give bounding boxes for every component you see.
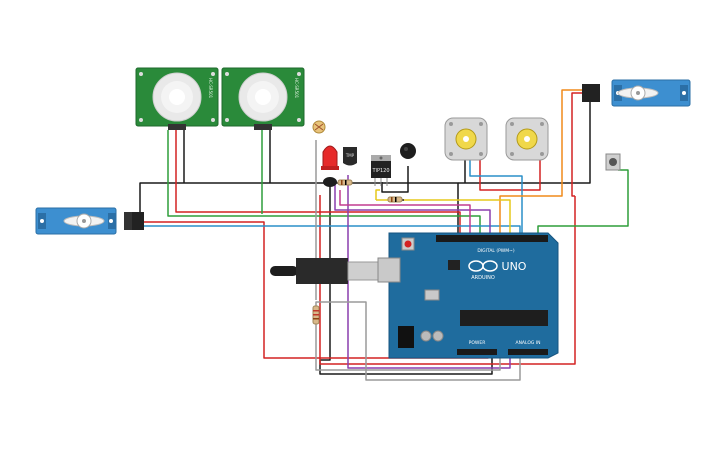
wire-red-servo-right[interactable] bbox=[571, 92, 584, 197]
pir-sensor-2[interactable]: HC-SR501 bbox=[221, 67, 305, 130]
wire-blue-servo-left[interactable] bbox=[131, 225, 521, 235]
tip120-label: TIP120 bbox=[371, 168, 389, 174]
wire-red-pir1[interactable] bbox=[175, 130, 461, 235]
wire-black-servo-right[interactable] bbox=[458, 95, 591, 184]
resistor-mid[interactable] bbox=[387, 196, 403, 203]
wire-blue-motor[interactable] bbox=[469, 160, 523, 235]
pir-sensor-1[interactable]: HC-SR501 bbox=[135, 67, 219, 130]
analog-header bbox=[508, 349, 548, 355]
servo-right[interactable] bbox=[582, 79, 691, 107]
arduino-logo-text: ARDUINO bbox=[471, 275, 495, 281]
power-header-label: POWER bbox=[469, 340, 486, 346]
wire-purple-a[interactable] bbox=[334, 185, 491, 235]
wire-orange-servo[interactable] bbox=[499, 89, 584, 235]
push-button[interactable] bbox=[605, 153, 621, 171]
resistor-ldr[interactable] bbox=[312, 305, 320, 325]
power-header bbox=[457, 349, 497, 355]
power-jack bbox=[398, 326, 414, 348]
servo-left-connector bbox=[124, 212, 132, 230]
resistor-top[interactable] bbox=[337, 179, 353, 186]
usb-port bbox=[377, 257, 401, 283]
usb-cable bbox=[270, 258, 379, 284]
atmega-chip bbox=[460, 310, 548, 326]
dc-motor-2[interactable] bbox=[505, 117, 549, 161]
uno-logo: UNO bbox=[502, 260, 527, 273]
photoresistor[interactable] bbox=[312, 120, 326, 134]
wire-gray-bottom[interactable] bbox=[315, 301, 521, 381]
tmp-label: TMP bbox=[345, 153, 355, 158]
black-diode[interactable] bbox=[323, 177, 337, 187]
wire-black-transistor[interactable] bbox=[381, 166, 409, 193]
wire-black-top[interactable] bbox=[131, 182, 459, 235]
digital-header-label: DIGITAL (PWM~) bbox=[477, 248, 515, 254]
pir-label: HC-SR501 bbox=[208, 78, 213, 99]
digital-header bbox=[436, 235, 548, 242]
wire-red-motor[interactable] bbox=[479, 160, 541, 191]
vibration-motor[interactable] bbox=[400, 143, 416, 159]
analog-header-label: ANALOG IN bbox=[515, 340, 540, 346]
pir-label: HC-SR501 bbox=[294, 78, 299, 99]
reset-button[interactable] bbox=[404, 240, 412, 248]
tip120-transistor[interactable]: TIP120 bbox=[371, 155, 391, 186]
arduino-uno[interactable]: DIGITAL (PWM~) ARDUINO UNO POWER ANALOG … bbox=[377, 232, 559, 359]
servo-right-connector bbox=[582, 84, 600, 102]
wire-pink-led[interactable] bbox=[339, 190, 471, 235]
wire-gray-analog[interactable] bbox=[315, 322, 501, 371]
wire-green-button[interactable] bbox=[537, 169, 629, 235]
servo-left[interactable] bbox=[35, 207, 144, 235]
temperature-sensor[interactable]: TMP bbox=[343, 147, 357, 166]
dc-motor-1[interactable] bbox=[444, 117, 488, 161]
wire-yellow-transistor[interactable] bbox=[375, 189, 511, 235]
red-led[interactable] bbox=[321, 145, 339, 170]
